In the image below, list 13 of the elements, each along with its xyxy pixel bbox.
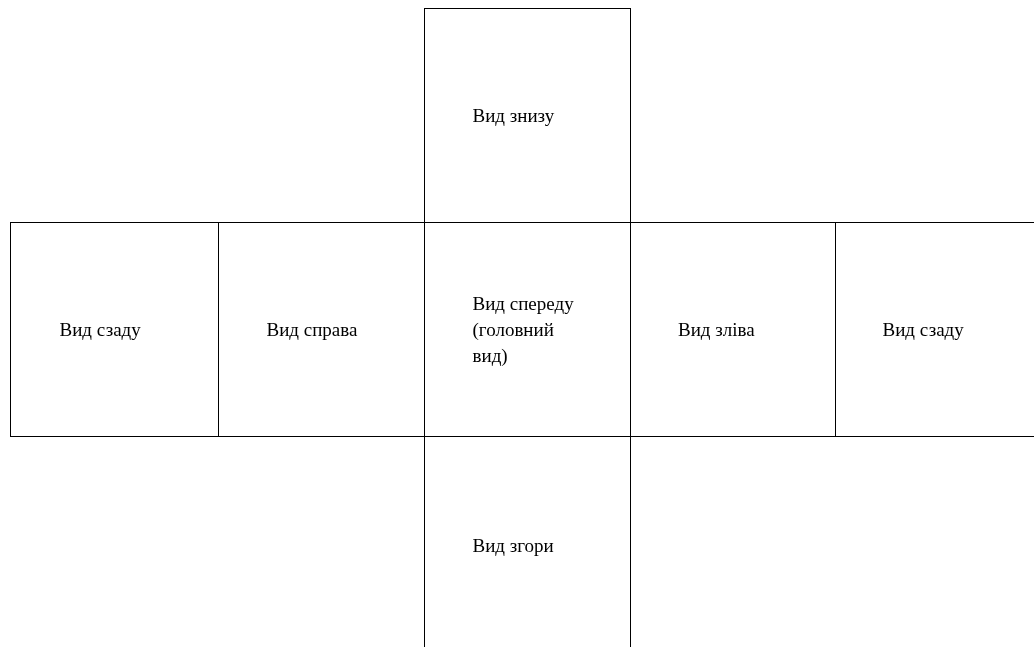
- view-label: Вид сзаду: [882, 317, 965, 342]
- view-label: Вид згори: [472, 534, 555, 558]
- view-box: [630, 222, 836, 437]
- view-box: [10, 222, 219, 437]
- view-label: Вид зліва: [678, 317, 756, 342]
- view-box: [424, 436, 631, 647]
- view-label: Вид справа: [266, 317, 359, 342]
- view-box: [424, 8, 631, 223]
- view-label: Вид спереду (головний вид): [472, 291, 575, 368]
- view-label: Вид сзаду: [59, 317, 142, 342]
- view-label: Вид знизу: [472, 103, 556, 128]
- view-box: [835, 222, 1034, 437]
- view-box: [218, 222, 425, 437]
